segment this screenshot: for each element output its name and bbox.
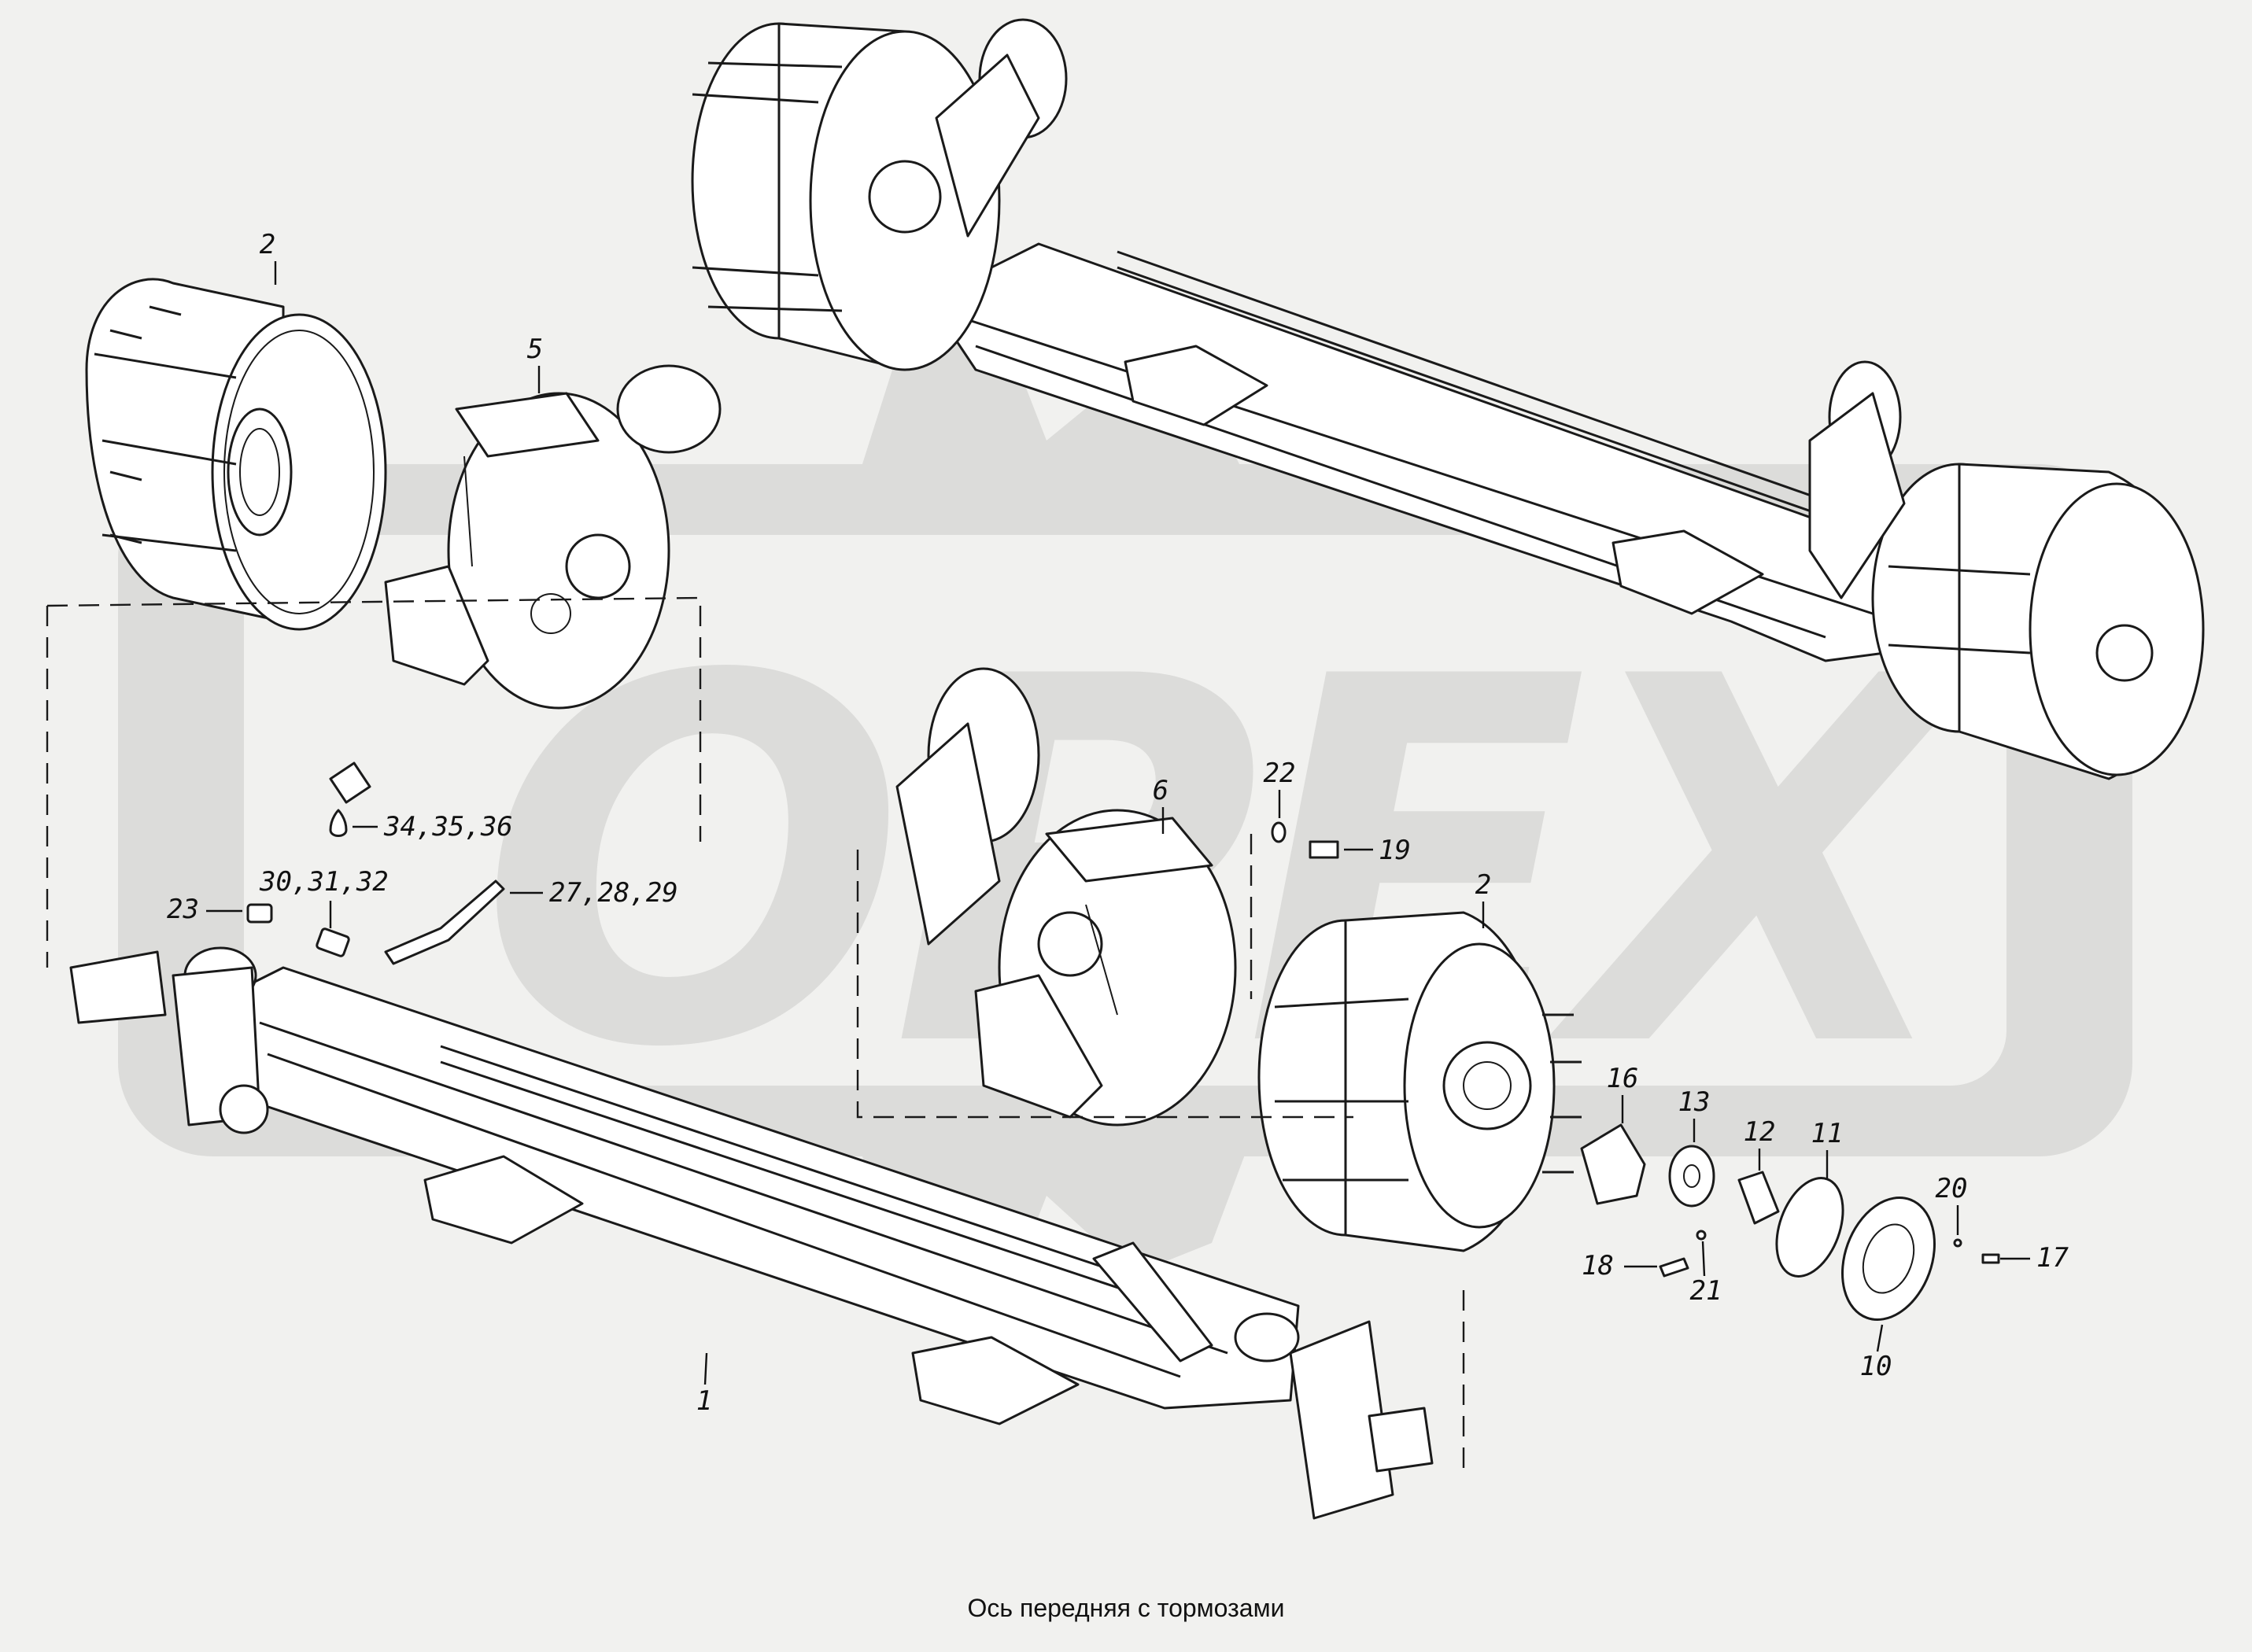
watermark-text: OPEX <box>478 571 1981 1157</box>
axle-beam-1 <box>69 946 1434 1520</box>
callout-13: 13 <box>1678 1086 1711 1118</box>
callout-30-32: 30,31,32 <box>259 866 389 898</box>
upper-right-drum <box>1871 463 2205 780</box>
callout-2-left: 2 <box>260 229 275 260</box>
small-parts <box>246 761 2000 1321</box>
callout-22: 22 <box>1264 758 1296 789</box>
callout-20: 20 <box>1936 1173 1968 1204</box>
callout-18: 18 <box>1582 1250 1614 1281</box>
callout-19: 19 <box>1379 835 1411 866</box>
knuckle-left <box>69 946 269 1134</box>
callout-21: 21 <box>1690 1275 1722 1307</box>
assembled-axle <box>691 18 2205 780</box>
callout-16: 16 <box>1607 1063 1639 1094</box>
brake-drum-right <box>1257 911 1582 1252</box>
callout-34-36: 34,35,36 <box>383 811 513 843</box>
brake-assembly-5 <box>384 364 722 710</box>
diagram-caption: Ось передняя с тормозами <box>967 1594 1285 1622</box>
callout-11: 11 <box>1811 1118 1844 1149</box>
assembly-guide-lines <box>46 596 1465 1479</box>
upper-right-brake-chamber <box>1808 360 1906 599</box>
callout-2-right: 2 <box>1475 869 1491 901</box>
callout-17: 17 <box>2036 1242 2069 1274</box>
callout-1: 1 <box>696 1385 712 1417</box>
knuckle-right <box>1092 1241 1434 1520</box>
upper-left-brake-chamber <box>935 18 1068 238</box>
callout-12: 12 <box>1744 1116 1776 1148</box>
callout-10: 10 <box>1860 1351 1892 1382</box>
callouts: 2 5 34,35,36 30,31,32 23 27,28,29 22 19 … <box>167 229 2069 1417</box>
callout-23: 23 <box>167 894 199 925</box>
brake-drum-left <box>85 278 387 631</box>
brake-assembly-6 <box>895 667 1237 1127</box>
callout-6: 6 <box>1153 775 1168 806</box>
callout-5: 5 <box>527 334 543 365</box>
callout-27-29: 27,28,29 <box>549 877 678 909</box>
upper-left-drum <box>691 22 1001 371</box>
